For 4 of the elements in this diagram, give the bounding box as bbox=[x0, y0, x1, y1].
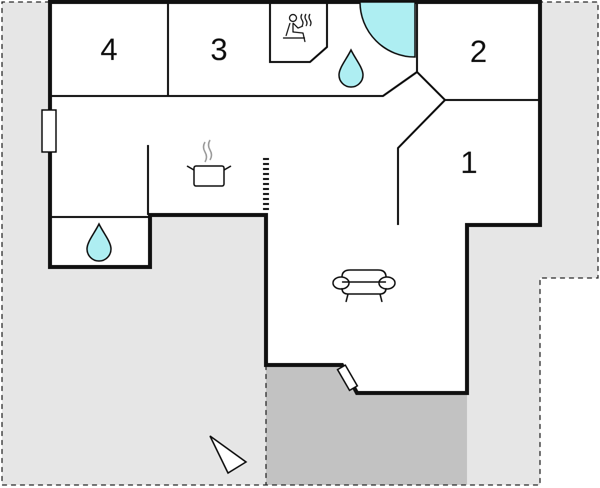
room-number: 4 bbox=[100, 34, 118, 64]
room-number: 2 bbox=[470, 36, 488, 66]
room-number: 1 bbox=[460, 147, 478, 178]
room-number: 3 bbox=[210, 34, 228, 64]
